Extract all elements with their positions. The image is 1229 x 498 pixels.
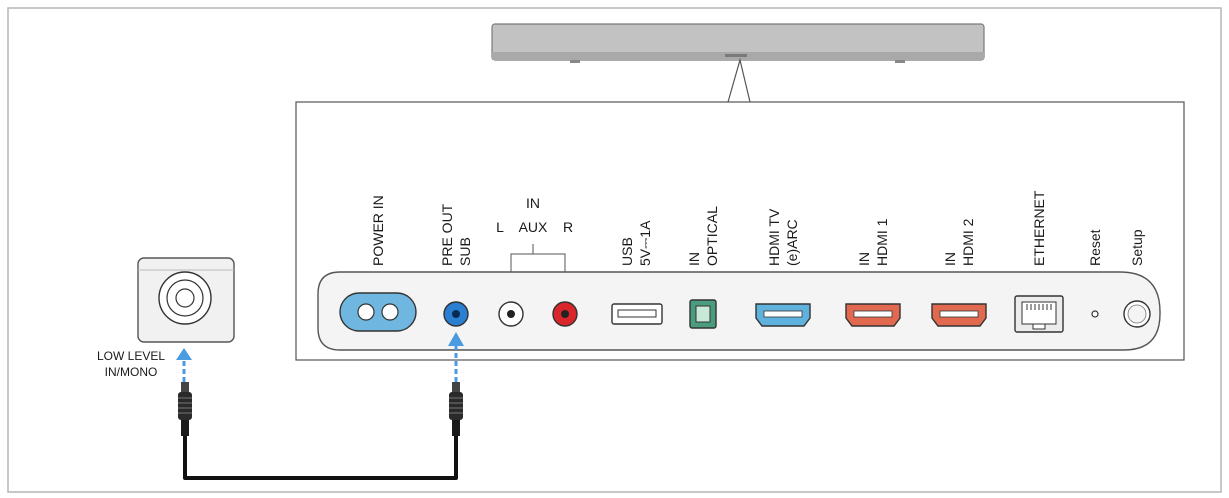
port-label-usb-line-1: USB [619, 237, 635, 266]
subwoofer-label-line1: LOW LEVEL [97, 349, 165, 363]
aux-left-label: L [496, 219, 504, 235]
subwoofer [137, 257, 235, 343]
port-label-hdmi-2-line-2: HDMI 2 [960, 218, 976, 266]
port-label-hdmi-1-line-1: IN [856, 252, 872, 266]
signal-arrow-subwoofer [176, 348, 192, 382]
ethernet-port[interactable] [1014, 295, 1064, 333]
setup-button[interactable] [1123, 300, 1151, 328]
aux-header: IN L AUX R [496, 195, 573, 272]
port-label-ethernet-line-1: ETHERNET [1031, 190, 1047, 266]
optical-port[interactable] [689, 299, 717, 329]
port-label-hdmi-tv-line-2: (e)ARC [784, 219, 800, 266]
aux-left-jack[interactable] [498, 301, 524, 327]
port-label-usb-line-2: 5V⎓1A [637, 220, 653, 266]
port-label-setup-line-1: Setup [1129, 229, 1145, 266]
subwoofer-cable [183, 436, 458, 480]
usb-port[interactable] [611, 303, 663, 325]
hdmi-1-port[interactable] [845, 303, 901, 327]
rca-plug-right [449, 382, 463, 436]
aux-right-label: R [563, 219, 573, 235]
aux-right-jack[interactable] [552, 301, 578, 327]
power-in-port[interactable] [339, 292, 417, 332]
sub-out-jack[interactable] [443, 301, 469, 327]
hdmi-2-port[interactable] [931, 303, 987, 327]
reset-button[interactable] [1091, 310, 1099, 318]
port-label-optical-line-2: OPTICAL [704, 206, 720, 266]
aux-bracket [510, 244, 566, 272]
callout-line [727, 57, 751, 103]
port-label-hdmi-2-line-1: IN [942, 252, 958, 266]
port-label-hdmi-1-line-2: HDMI 1 [874, 218, 890, 266]
connector-strip [317, 271, 1161, 351]
subwoofer-label-line2: IN/MONO [105, 365, 158, 379]
port-label-pre-out-sub-line-2: SUB [457, 237, 473, 266]
port-label-power-in-line-1: POWER IN [370, 195, 386, 266]
aux-name-label: AUX [519, 219, 548, 235]
signal-arrow-sub-out [448, 332, 464, 382]
port-label-optical-line-1: IN [686, 252, 702, 266]
aux-in-label: IN [526, 195, 540, 211]
rca-plug-left [178, 382, 192, 436]
port-label-hdmi-tv-line-1: HDMI TV [766, 208, 782, 266]
port-label-reset-line-1: Reset [1087, 229, 1103, 266]
soundbar [491, 23, 985, 63]
hdmi-tv-earc-port[interactable] [755, 303, 811, 327]
port-label-pre-out-sub-line-1: PRE OUT [439, 203, 455, 266]
